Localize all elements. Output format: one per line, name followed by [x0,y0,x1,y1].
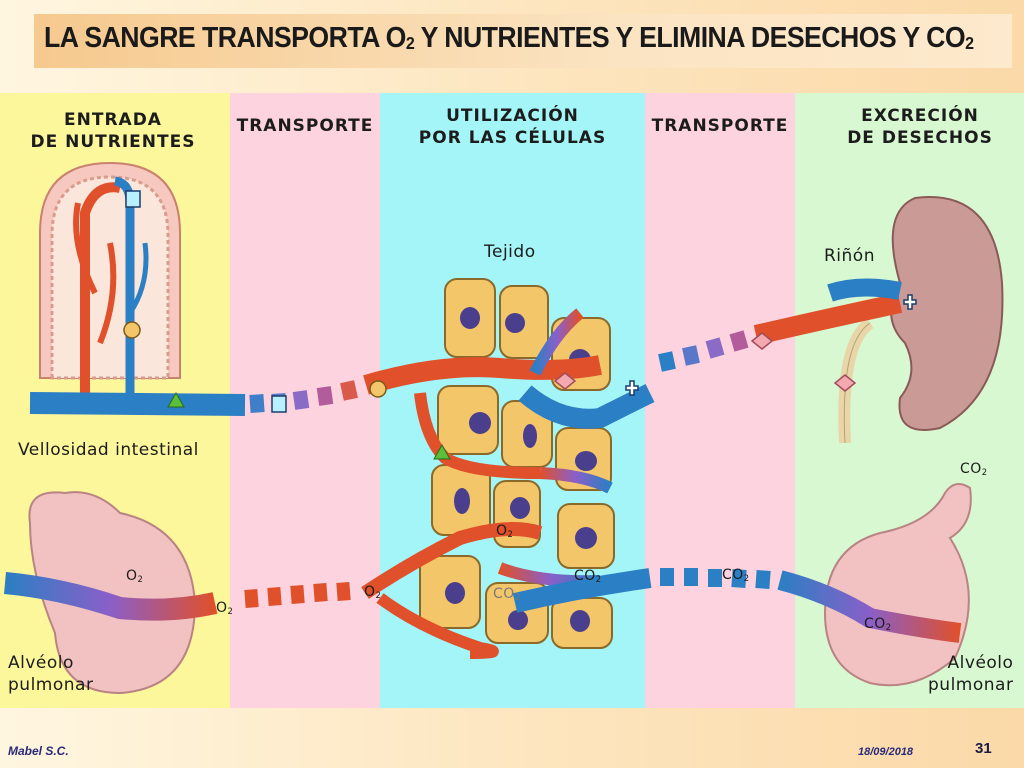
label-vellosidad: Vellosidad intestinal [18,440,199,460]
gas-blood-route [3,522,962,659]
label-o2-transport: O2 [216,600,234,616]
intestinal-villus [39,161,181,393]
footer-page-number: 31 [975,740,992,757]
label-co2-tissue-2: CO2 [574,568,602,584]
kidney [838,196,1004,444]
label-o2-tissue: O2 [496,523,514,539]
diagram-artwork [3,161,1004,695]
label-o2-entry: O2 [364,584,382,600]
footer-author: Mabel S.C. [8,744,69,758]
label-co2-exhale: CO2 [960,461,988,477]
tissue-cells [419,278,615,649]
label-transporte-2: TRANSPORTE [651,116,789,136]
column-transporte-2 [645,93,795,708]
label-co2-tissue-1: CO2 [493,586,521,602]
footer-date: 18/09/2018 [858,746,914,758]
slide-title: LA SANGRE TRANSPORTA O2 Y NUTRIENTES Y E… [44,22,974,54]
alveolus-left [28,491,197,695]
title-bar [34,14,1012,68]
nutrient-blood-route [29,278,917,494]
label-rinon: Riñón [824,246,875,266]
label-co2-transport: CO2 [722,567,750,583]
label-transporte-1: TRANSPORTE [236,116,374,136]
label-o2-alveolus: O2 [126,568,144,584]
label-co2-alveolus: CO2 [864,616,892,632]
label-tejido: Tejido [484,242,536,262]
